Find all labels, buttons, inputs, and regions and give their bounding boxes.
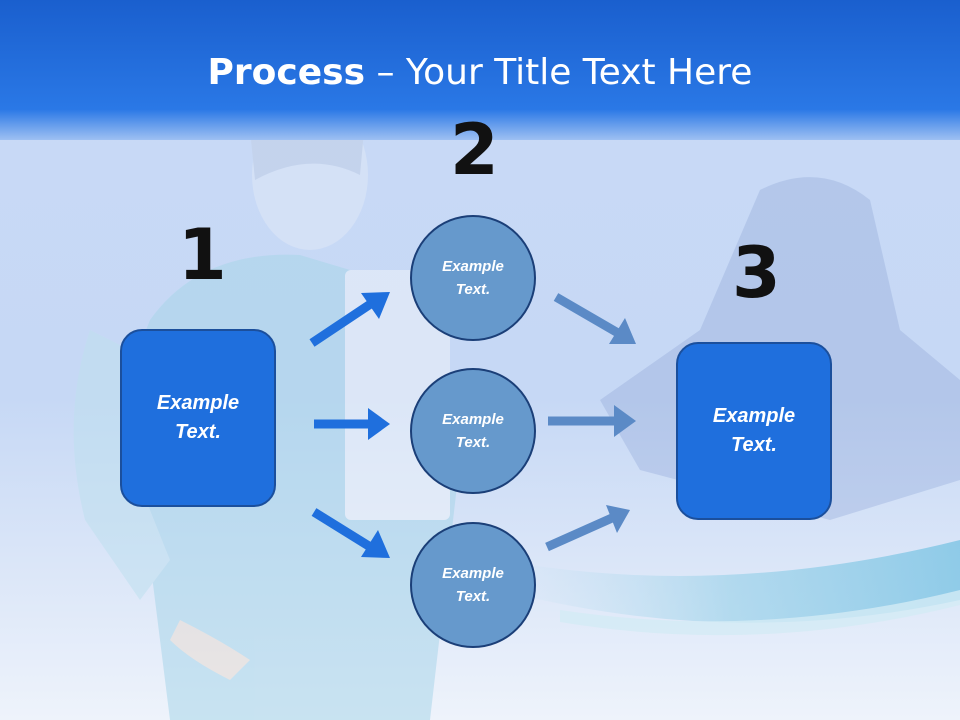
step-number-2: 2	[450, 109, 499, 191]
left-box-label: Example Text.	[156, 392, 240, 443]
step-number-3: 3	[732, 232, 781, 314]
arrow-top-to-right	[553, 293, 636, 344]
circle-middle: Example Text.	[410, 368, 536, 494]
circle-top: Example Text.	[410, 215, 536, 341]
arrow-left-to-middle	[314, 408, 390, 440]
circle-bottom: Example Text.	[410, 522, 536, 648]
arrow-left-to-bottom	[311, 508, 390, 558]
step-number-1: 1	[178, 214, 227, 296]
slide-title: Process – Your Title Text Here	[0, 52, 960, 93]
circle-top-label: Example Text.	[442, 258, 504, 298]
right-box: Example Text.	[676, 342, 832, 520]
circle-bottom-label: Example Text.	[442, 565, 504, 605]
right-box-label: Example Text.	[712, 405, 796, 456]
arrow-middle-to-right	[548, 405, 636, 437]
arrow-left-to-top	[309, 292, 390, 347]
left-box: Example Text.	[120, 329, 276, 507]
circle-middle-label: Example Text.	[442, 411, 504, 451]
title-bold: Process	[207, 52, 366, 93]
arrow-bottom-to-right	[545, 505, 630, 552]
title-rest: – Your Title Text Here	[365, 52, 753, 93]
